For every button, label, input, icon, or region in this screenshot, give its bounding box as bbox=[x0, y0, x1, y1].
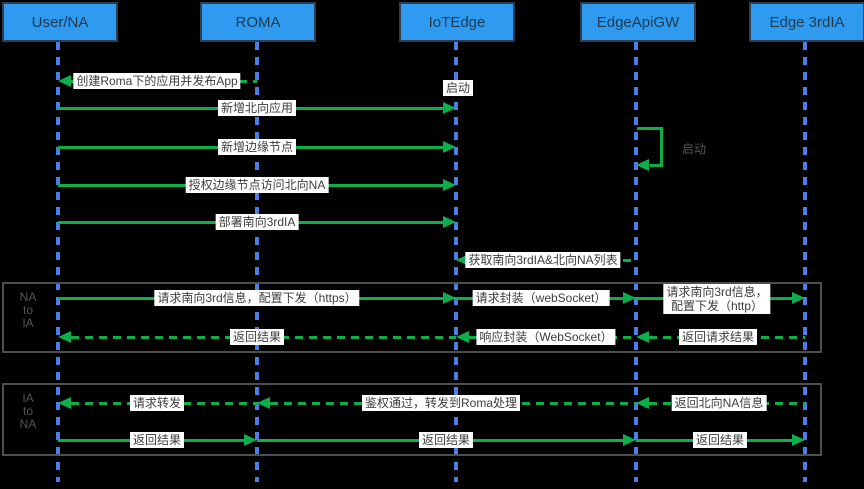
arrowhead-right-icon bbox=[443, 292, 456, 304]
lifeline-user-na bbox=[56, 42, 60, 482]
group-na-to-ia: NA to IA bbox=[2, 282, 822, 353]
arrowhead-right-icon bbox=[443, 216, 456, 228]
message-label: 请求封装（webSocket） bbox=[472, 290, 610, 306]
self-loop-bottom bbox=[650, 164, 663, 167]
message-label: 授权边缘节点访问北向NA bbox=[185, 177, 329, 193]
actor-box-roma: ROMA bbox=[200, 2, 316, 42]
message-label: 返回结果 bbox=[129, 432, 185, 448]
message-label: 返回北向NA信息 bbox=[671, 395, 767, 411]
self-loop-side bbox=[660, 127, 663, 167]
message-label: 部署南向3rdIA bbox=[215, 214, 299, 230]
arrowhead-left-icon bbox=[636, 159, 649, 171]
group-ia-to-na: IA to NA bbox=[2, 383, 822, 456]
arrowhead-left-icon bbox=[257, 397, 270, 409]
message-label: 鉴权通过，转发到Roma处理 bbox=[361, 395, 521, 411]
group-label-na-to-ia: NA to IA bbox=[19, 290, 37, 330]
message-label: 返回结果 bbox=[229, 329, 285, 345]
arrowhead-right-icon bbox=[443, 179, 456, 191]
arrowhead-left-icon bbox=[58, 397, 71, 409]
message-label: 新增北向应用 bbox=[217, 100, 297, 116]
group-label-ia-to-na: IA to NA bbox=[19, 391, 37, 431]
message-label: 返回结果 bbox=[418, 432, 474, 448]
actor-box-user-na: User/NA bbox=[2, 2, 118, 42]
arrowhead-right-icon bbox=[623, 434, 636, 446]
lifeline-edgeapigw bbox=[634, 42, 638, 482]
actor-box-edge3rdia: Edge 3rdIA bbox=[749, 2, 864, 42]
arrowhead-left-icon bbox=[456, 331, 469, 343]
arrowhead-right-icon bbox=[792, 292, 805, 304]
message-label: 新增边缘节点 bbox=[217, 139, 297, 155]
iotedge-startup-note: 启动 bbox=[442, 80, 474, 96]
lifeline-edge3rdia bbox=[803, 42, 807, 482]
message-label: 请求南向3rd信息，配置下发（https） bbox=[154, 290, 360, 306]
arrowhead-right-icon bbox=[792, 434, 805, 446]
lifeline-roma bbox=[255, 42, 259, 482]
arrowhead-right-icon bbox=[443, 141, 456, 153]
message-label: 获取南向3rdIA&北向NA列表 bbox=[465, 252, 621, 268]
message-label: 创建Roma下的应用并发布App bbox=[73, 73, 241, 89]
actor-box-iotedge: IoTEdge bbox=[399, 2, 515, 42]
arrowhead-right-icon bbox=[443, 102, 456, 114]
arrowhead-right-icon bbox=[244, 434, 257, 446]
arrowhead-left-icon bbox=[58, 331, 71, 343]
self-loop-top bbox=[637, 127, 663, 130]
message-label: 响应封装（WebSocket） bbox=[476, 329, 616, 345]
arrowhead-left-icon bbox=[636, 397, 649, 409]
message-label: 请求转发 bbox=[129, 395, 185, 411]
message-label: 请求南向3rd信息，配置下发（http） bbox=[663, 284, 771, 314]
arrowhead-right-icon bbox=[623, 292, 636, 304]
arrowhead-left-icon bbox=[58, 75, 71, 87]
apigw-startup-note: 启动 bbox=[682, 142, 707, 156]
actor-box-edgeapigw: EdgeApiGW bbox=[580, 2, 696, 42]
arrowhead-left-icon bbox=[636, 331, 649, 343]
message-label: 返回请求结果 bbox=[678, 329, 758, 345]
message-label: 返回结果 bbox=[692, 432, 748, 448]
